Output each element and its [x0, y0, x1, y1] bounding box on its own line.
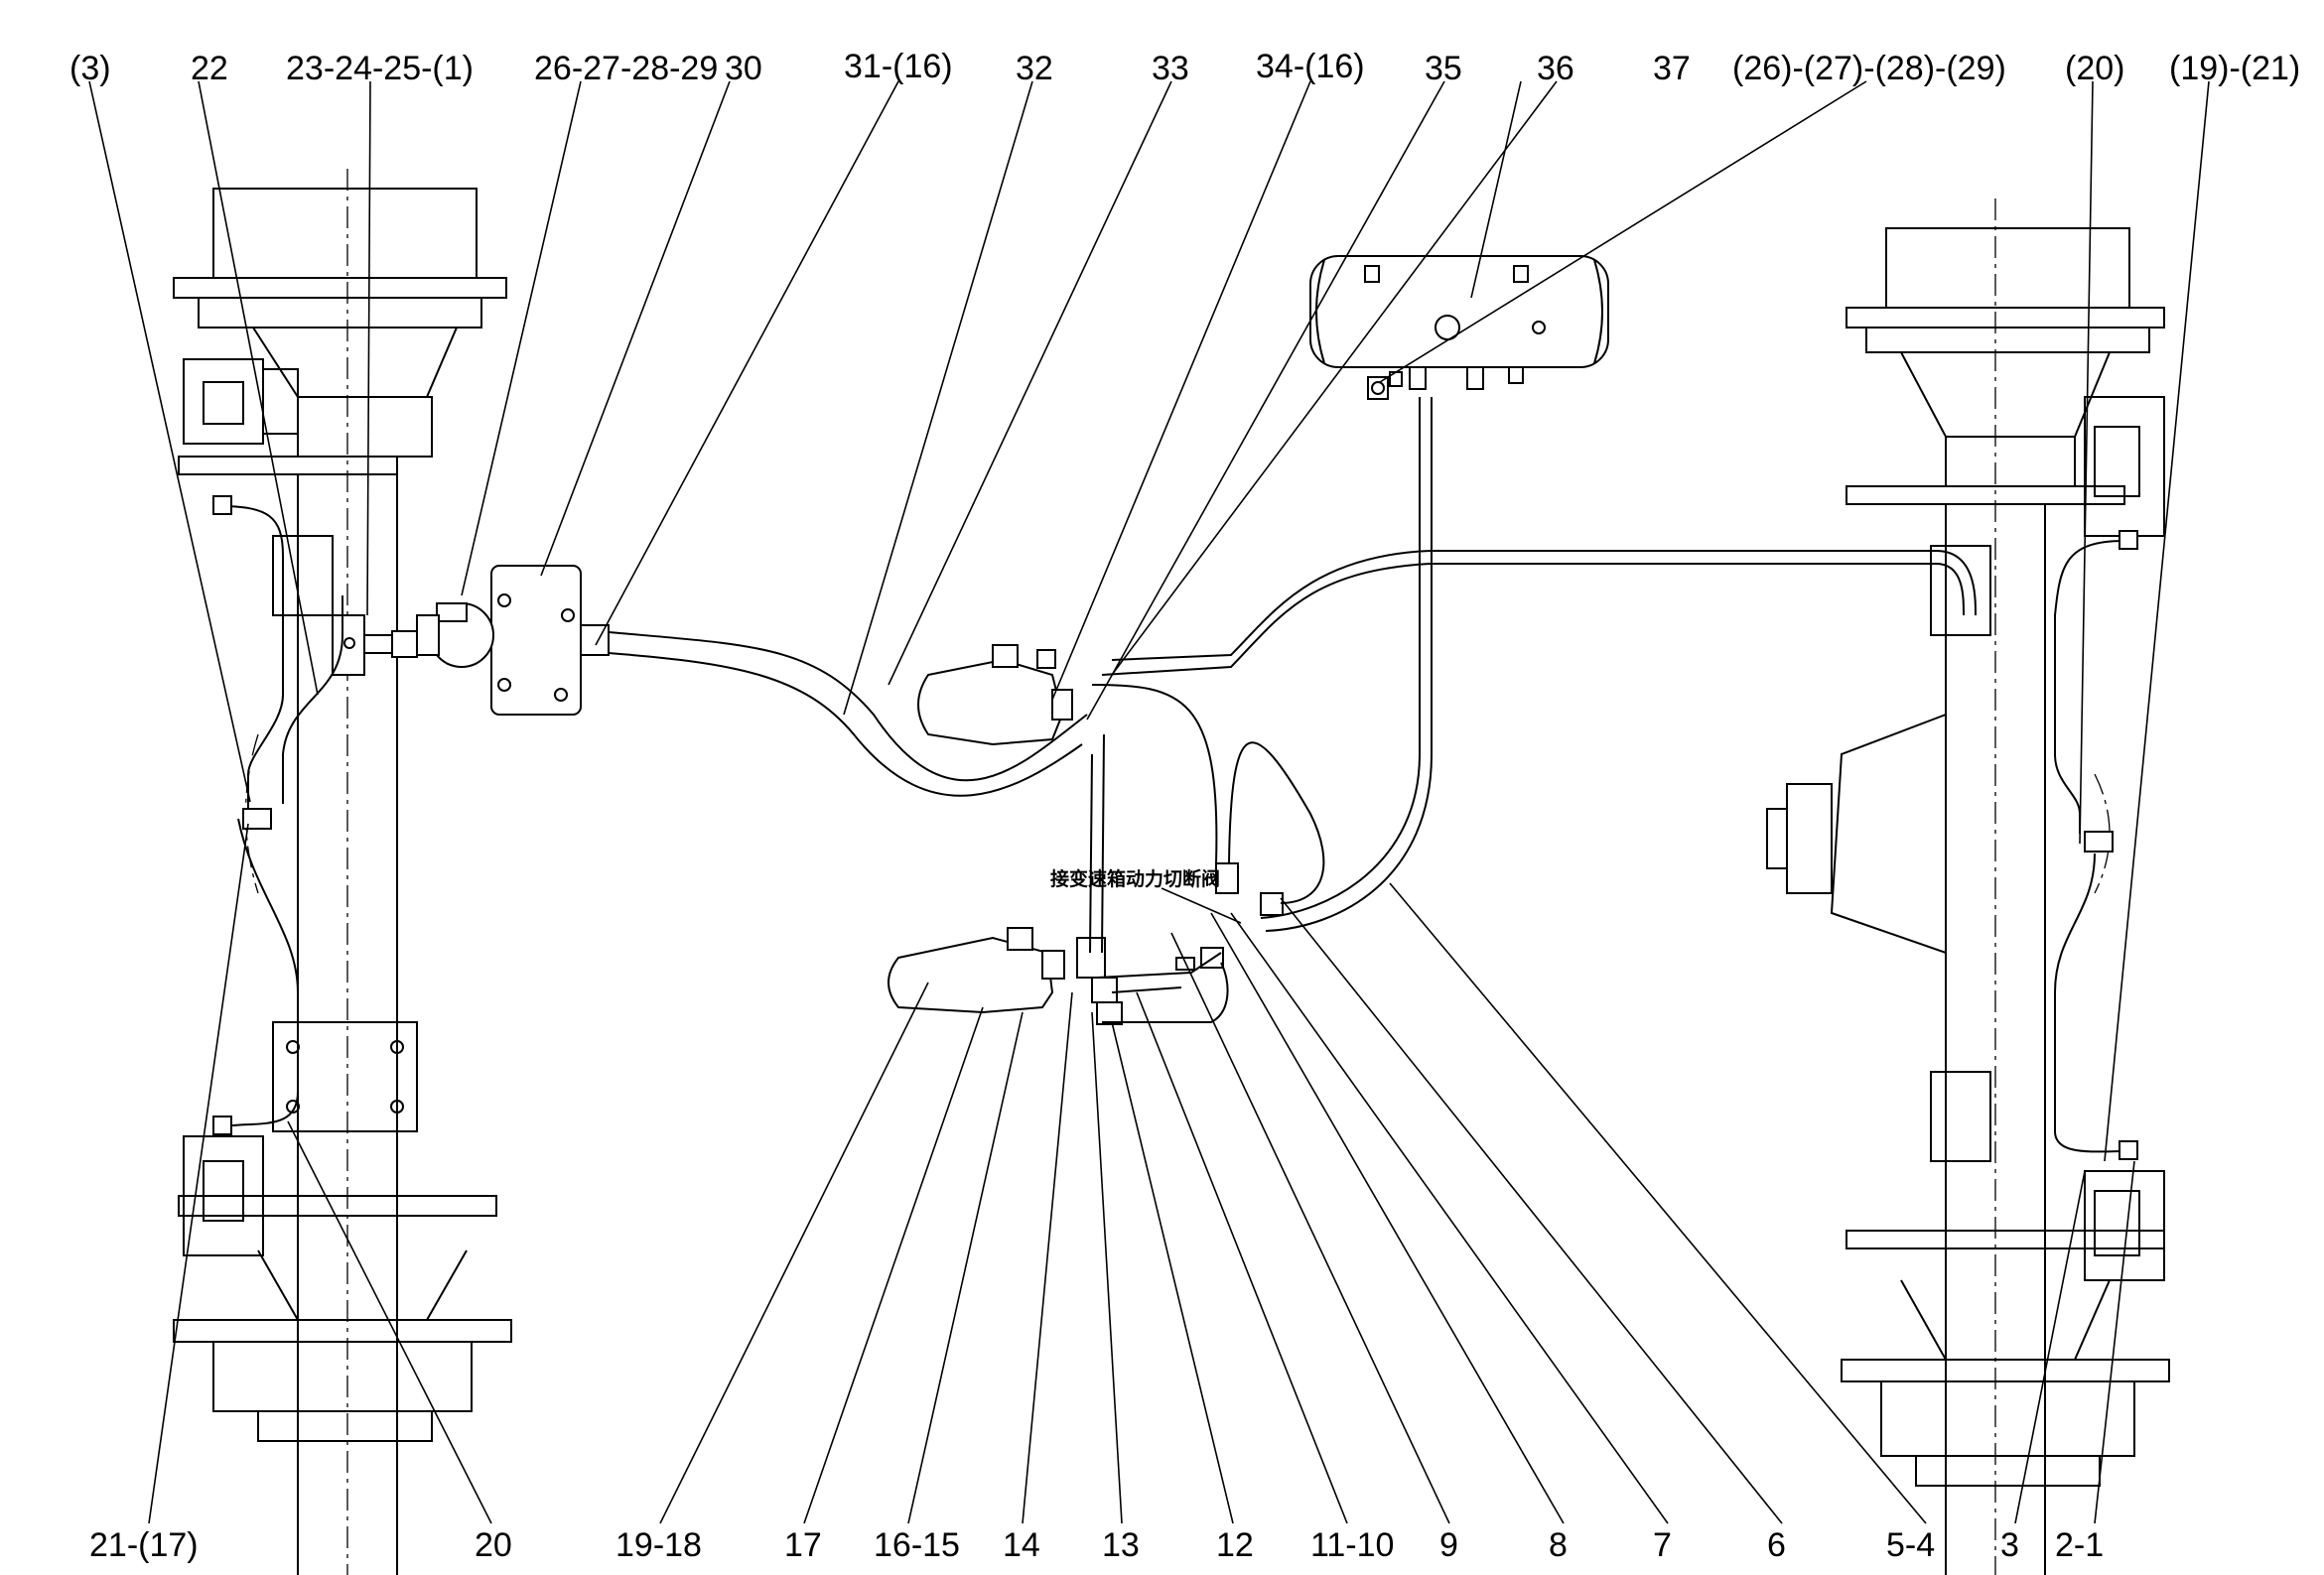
callout-top-label: 37 [1653, 50, 1691, 87]
callout-bottom-label: 11-10 [1310, 1526, 1394, 1564]
right-axle [1766, 198, 2170, 1575]
brake-valve [332, 565, 610, 716]
air-tank [1309, 255, 1609, 400]
callout-top-label: 34-(16) [1256, 48, 1365, 85]
callout-bottom-label: 12 [1216, 1526, 1254, 1564]
callout-top-label: 36 [1537, 50, 1574, 87]
callouts-bottom: 21-(17) 20 19-18 17 16-15 14 13 12 11-10… [89, 1526, 2104, 1564]
booster-cylinders [888, 644, 1284, 1025]
annotation-power-cutoff-valve: 接变速箱动力切断阀 [1050, 867, 1220, 890]
callout-bottom-label: 7 [1653, 1526, 1672, 1564]
callout-bottom-label: 14 [1003, 1526, 1040, 1564]
callout-top-label: 32 [1016, 50, 1053, 87]
callout-bottom-label: 5-4 [1886, 1526, 1935, 1564]
callout-bottom-label: 16-15 [874, 1526, 960, 1564]
callout-top-label: 30 [725, 50, 762, 87]
callout-top-label: 23-24-25-(1) [286, 50, 474, 87]
callout-bottom-label: 9 [1439, 1526, 1458, 1564]
callout-top-label: 35 [1425, 50, 1462, 87]
callout-bottom-label: 3 [2000, 1526, 2019, 1564]
callouts-top: (3) 22 23-24-25-(1) 26-27-28-29 30 31-(1… [69, 48, 2300, 87]
callout-top-label: 33 [1152, 50, 1189, 87]
callout-bottom-label: 20 [475, 1526, 512, 1564]
callout-top-label: (3) [69, 50, 111, 87]
callout-bottom-label: 2-1 [2055, 1526, 2104, 1564]
callout-top-label: 26-27-28-29 [534, 50, 718, 87]
callout-bottom-label: 6 [1767, 1526, 1786, 1564]
callout-top-label: 31-(16) [844, 48, 953, 85]
callout-bottom-label: 21-(17) [89, 1526, 199, 1564]
callout-bottom-label: 17 [784, 1526, 822, 1564]
callout-top-label: (26)-(27)-(28)-(29) [1732, 50, 2006, 87]
callout-top-label: (20) [2065, 50, 2124, 87]
callout-top-label: (19)-(21) [2169, 50, 2300, 87]
callout-bottom-label: 13 [1102, 1526, 1140, 1564]
callout-bottom-label: 8 [1549, 1526, 1568, 1564]
leader-lines [88, 80, 2210, 1524]
callout-top-label: 22 [191, 50, 228, 87]
left-axle [173, 169, 512, 1575]
callout-bottom-label: 19-18 [615, 1526, 702, 1564]
brake-piping [212, 397, 2138, 1160]
